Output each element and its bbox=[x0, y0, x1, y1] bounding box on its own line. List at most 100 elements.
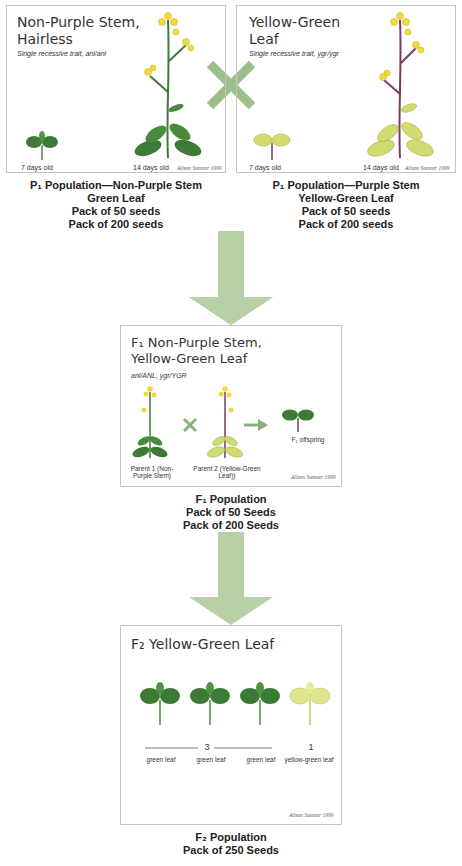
age-label: 7 days old bbox=[21, 164, 71, 172]
seedling-yellow-green bbox=[272, 134, 290, 146]
parent-plant-green bbox=[149, 445, 169, 460]
seedling-yellow-green bbox=[254, 134, 290, 160]
phenotype-label: green leaf bbox=[141, 756, 181, 763]
offspring-label: F₁ offspring bbox=[283, 436, 333, 443]
parent-plant-purple-stem bbox=[211, 434, 227, 447]
f2-seedlings bbox=[290, 682, 330, 725]
tall-plant-purple-stem bbox=[418, 47, 424, 53]
cross-symbol bbox=[210, 64, 252, 106]
tall-plant-green bbox=[167, 102, 184, 113]
ratio-number: 3 bbox=[201, 742, 213, 752]
block-arrow bbox=[218, 532, 244, 597]
f2-seedlings bbox=[159, 700, 161, 725]
caption-line: P₁ Population—Non-Purple Stem bbox=[6, 179, 226, 192]
caption-block: P₁ Population—Purple StemYellow-Green Le… bbox=[236, 173, 456, 231]
caption-block: F₂ PopulationPack of 250 Seeds bbox=[120, 825, 342, 857]
panel-frame: Non-Purple Stem, HairlessSingle recessiv… bbox=[6, 5, 226, 173]
seedling-yellow-green bbox=[254, 134, 272, 146]
tall-plant-purple-stem bbox=[403, 19, 410, 26]
parent-plant-purple-stem bbox=[219, 392, 224, 397]
tall-plant-green bbox=[173, 29, 179, 35]
panel-frame: F₁ Non-Purple Stem, Yellow-Green Leaf anl… bbox=[120, 325, 342, 487]
parent-plant-green bbox=[131, 386, 169, 459]
illustration-panel: F₁ Non-Purple Stem, Yellow-Green Leaf anl… bbox=[120, 325, 342, 532]
small-cross-symbol bbox=[184, 419, 196, 431]
caption-line: Yellow-Green Leaf bbox=[236, 192, 456, 205]
seedling-yellow-green bbox=[271, 143, 273, 160]
offspring-seedling bbox=[298, 410, 314, 421]
f2-seedlings bbox=[190, 682, 230, 725]
tall-plant-green bbox=[171, 19, 178, 26]
illustration-panel: F₂ Yellow-Green Leaf31green leafgreen le… bbox=[120, 625, 342, 857]
caption-line: Pack of 200 seeds bbox=[6, 218, 226, 231]
illustration-panel: Yellow-Green LeafSingle recessive trait,… bbox=[231, 5, 456, 231]
artist-signature: Alison Sumner 1999 bbox=[289, 812, 334, 818]
tall-plant-green bbox=[167, 120, 194, 144]
genotype-note: anl/ANL, ygr/YGR bbox=[131, 372, 251, 380]
tall-plant-purple-stem bbox=[375, 121, 402, 145]
tall-plant-green bbox=[188, 45, 194, 51]
f2-seedlings bbox=[156, 682, 164, 694]
f2-seedlings bbox=[206, 682, 214, 694]
parent-plant-purple-stem bbox=[224, 392, 226, 458]
parent-plant-purple-stem bbox=[222, 386, 228, 392]
cross-symbol bbox=[210, 64, 252, 106]
tall-plant-purple-stem bbox=[400, 102, 417, 114]
genotype-note: Single recessive trait, ygr/ygr bbox=[249, 50, 399, 58]
parent-plant-purple-stem bbox=[227, 393, 232, 398]
parent-plant-purple-stem bbox=[206, 445, 226, 460]
artist-signature: Alison Sumner 1999 bbox=[405, 165, 450, 171]
tall-plant-green bbox=[132, 13, 203, 160]
tall-plant-purple-stem bbox=[365, 102, 435, 159]
tall-plant-purple-stem bbox=[384, 70, 390, 76]
parent-plant-green bbox=[144, 392, 149, 397]
caption-line: Pack of 250 Seeds bbox=[120, 844, 342, 857]
parent-plant-purple-stem bbox=[223, 434, 239, 447]
seedling-green bbox=[39, 131, 45, 141]
parent-plant-green bbox=[136, 434, 152, 447]
ratio-number: 1 bbox=[305, 742, 317, 752]
parent-plant-green bbox=[152, 393, 157, 398]
illustration-panel: Non-Purple Stem, HairlessSingle recessiv… bbox=[6, 5, 231, 231]
caption-block: P₁ Population—Non-Purple StemGreen LeafP… bbox=[6, 173, 226, 231]
f2-seedlings bbox=[140, 682, 180, 725]
f2-seedlings bbox=[309, 700, 311, 725]
caption-line: P₁ Population—Purple Stem bbox=[236, 179, 456, 192]
tall-plant-purple-stem bbox=[380, 13, 425, 81]
parent-plant-purple-stem bbox=[224, 445, 244, 460]
parent-plant-green bbox=[142, 386, 157, 412]
f2-seedlings bbox=[140, 682, 330, 725]
small-arrow-symbol bbox=[244, 419, 268, 431]
parent-plant-green bbox=[131, 445, 151, 460]
parent-plant-purple-stem bbox=[206, 434, 244, 459]
phenotype-label: green leaf bbox=[191, 756, 231, 763]
tall-plant-green bbox=[143, 122, 170, 146]
artist-signature: Alison Sumner 1999 bbox=[177, 165, 222, 171]
caption-line: Green Leaf bbox=[6, 192, 226, 205]
genotype-note: Single recessive trait, anl/anl bbox=[17, 50, 167, 58]
seedling-green bbox=[41, 145, 43, 160]
f2-seedlings bbox=[306, 682, 314, 694]
tall-plant-purple-stem bbox=[404, 137, 435, 160]
tall-plant-green bbox=[183, 39, 190, 46]
cross-symbol bbox=[210, 64, 252, 106]
tall-plant-purple-stem bbox=[413, 42, 420, 49]
age-label: 7 days old bbox=[249, 164, 299, 172]
offspring-seedling bbox=[297, 418, 299, 432]
f2-seedlings bbox=[240, 682, 280, 725]
parent-plant-green bbox=[149, 392, 151, 458]
caption-line: Pack of 50 seeds bbox=[236, 205, 456, 218]
panel-title: F₁ Non-Purple Stem, Yellow-Green Leaf bbox=[131, 335, 291, 366]
tall-plant-green bbox=[159, 19, 166, 26]
parent-plant-purple-stem bbox=[219, 386, 234, 412]
panel-title: Non-Purple Stem, Hairless bbox=[17, 14, 142, 48]
small-arrow-symbol bbox=[258, 419, 268, 431]
parent-label: Parent 1 (Non-Purple Stem) bbox=[123, 465, 181, 480]
panel-title: Yellow-Green Leaf bbox=[249, 14, 349, 48]
artist-signature: Alison Sumner 1999 bbox=[291, 474, 336, 480]
phenotype-label: yellow-green leaf bbox=[279, 756, 339, 763]
parent-label: Parent 2 (Yellow-Green Leaf)) bbox=[191, 465, 263, 480]
parent-plant-purple-stem bbox=[206, 386, 244, 459]
